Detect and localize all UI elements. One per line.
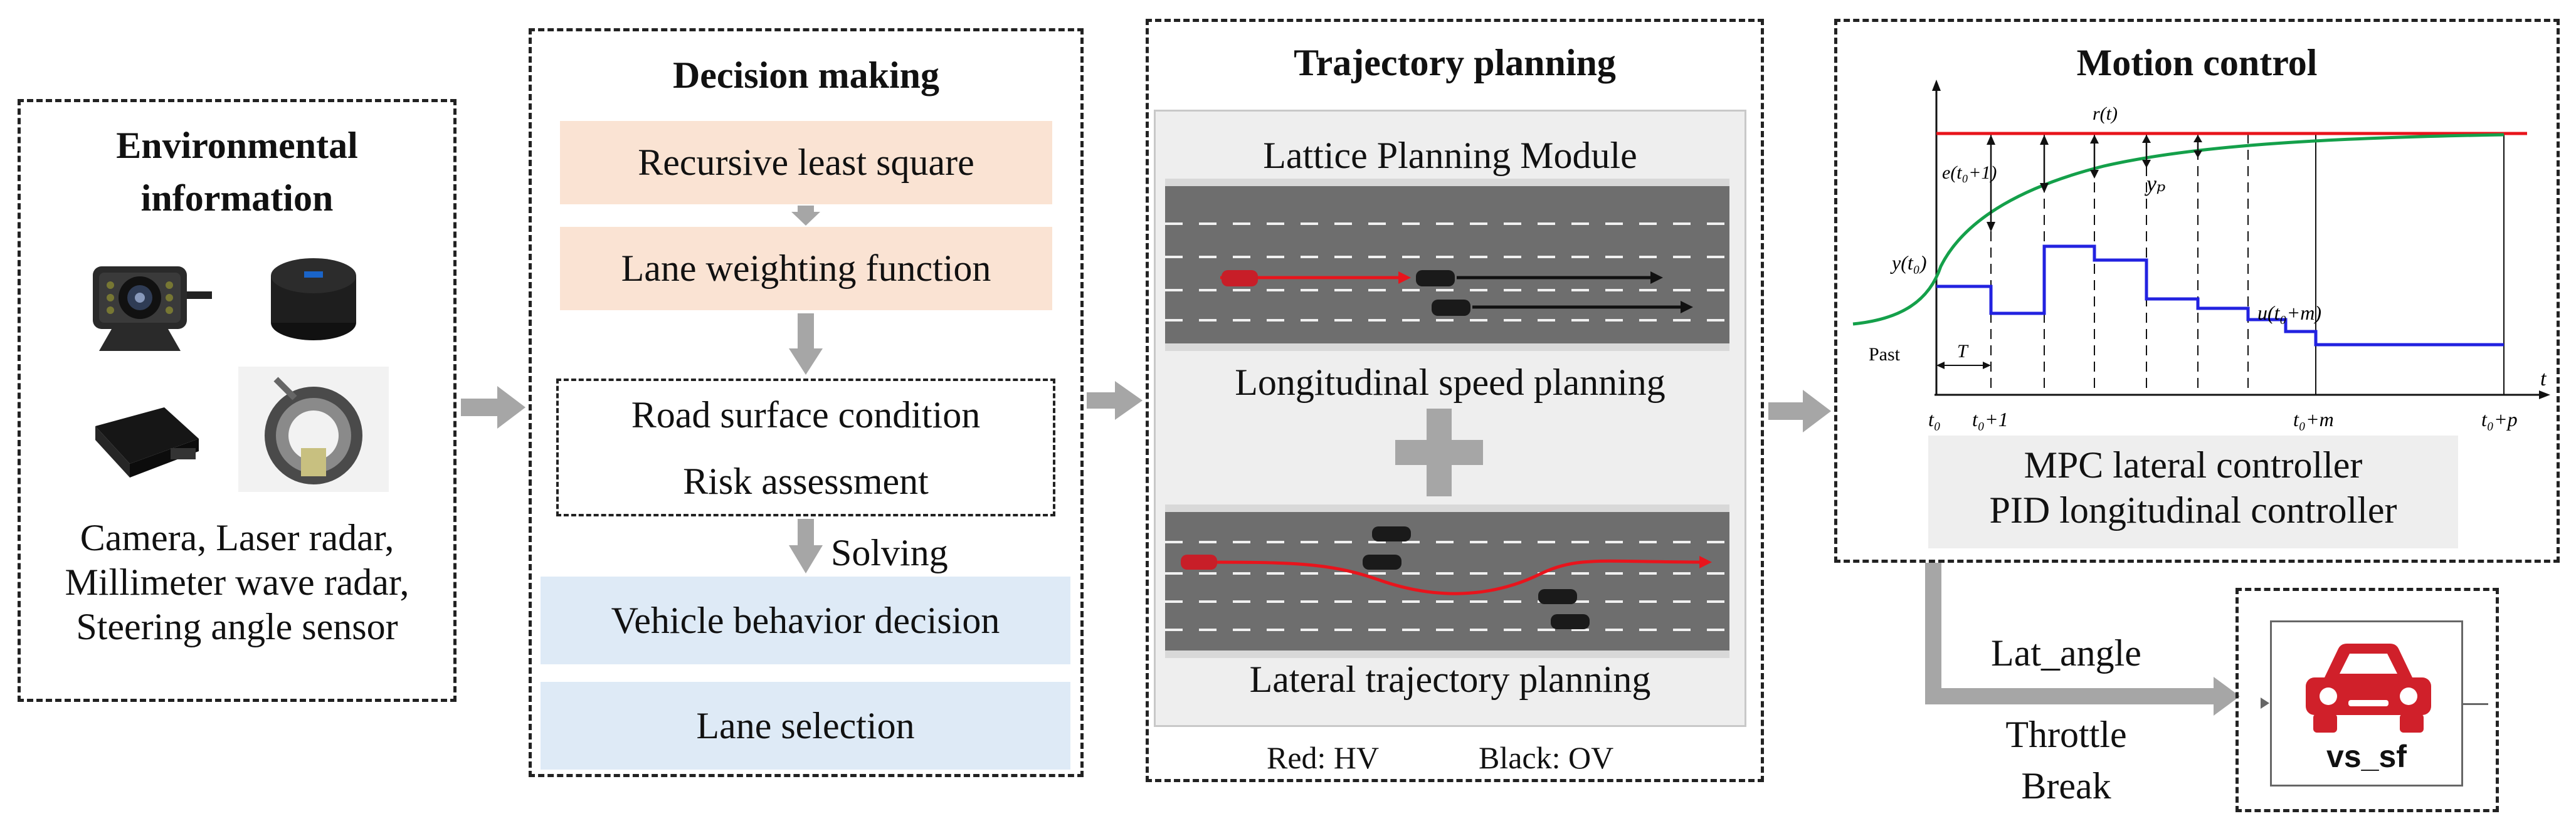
steering-angle-sensor-icon (238, 367, 389, 492)
chart-tick-t0p1: t₀+1 (1972, 408, 2009, 431)
camera-icon (93, 266, 212, 351)
road-risk-box (556, 379, 1055, 516)
vs-sf-output-port (2463, 703, 2488, 705)
recursive-least-square-box: Recursive least square (560, 121, 1052, 204)
risk-assessment-text: Risk assessment (683, 461, 929, 502)
chart-label-e: e(t₀+1) (1942, 162, 1997, 183)
chart-tick-t0: t₀ (1928, 408, 1941, 431)
car-icon (2306, 644, 2431, 733)
longitudinal-speed-planning-label: Longitudinal speed planning (1235, 362, 1665, 403)
environment-panel (18, 99, 457, 702)
motion-control-panel (1834, 19, 2560, 563)
decision-panel (529, 28, 1084, 777)
plus-icon (1395, 409, 1483, 496)
chart-label-rt: r(t) (2093, 103, 2118, 124)
chart-label-u: u(t₀+m) (2257, 301, 2321, 324)
vs-sf-label: vs_sf (2326, 739, 2407, 774)
throttle-label: Throttle (2005, 714, 2127, 755)
mpc-prediction-chart: r(t) e(t₀+1) yₚ y(t₀) u(t₀+m) Past T t t… (1852, 80, 2550, 431)
legend-red-hv: Red: HV (1267, 740, 1380, 775)
pid-longitudinal-controller-label: PID longitudinal controller (1989, 489, 2397, 531)
controller-box (1928, 436, 2458, 548)
decision-title: Decision making (672, 55, 940, 96)
trajectory-panel (1146, 19, 1764, 782)
chart-label-yp: yₚ (2145, 171, 2165, 196)
vs-sf-input-port (2261, 698, 2269, 709)
chart-label-yt0: y(t₀) (1890, 251, 1927, 274)
solving-label: Solving (831, 532, 948, 573)
chart-tick-t0pp: t₀+p (2481, 408, 2518, 431)
sensors-text-line1: Camera, Laser radar, (80, 517, 394, 558)
lattice-module-title: Lattice Planning Module (1263, 135, 1637, 176)
lane-weighting-function-box: Lane weighting function (560, 227, 1052, 310)
lat-angle-label: Lat_angle (1991, 632, 2141, 674)
longitudinal-road-illustration (1165, 179, 1729, 351)
environment-title-line2: information (140, 177, 334, 219)
vs-sf-block[interactable]: vs_sf (2270, 620, 2463, 787)
lane-selection-box: Lane selection (541, 682, 1070, 770)
break-label: Break (2021, 765, 2111, 807)
sensors-text-line3: Steering angle sensor (76, 606, 398, 647)
sensors-text-line2: Millimeter wave radar, (65, 562, 409, 603)
motion-control-title: Motion control (2076, 42, 2318, 83)
laser-radar-icon (271, 258, 356, 340)
chart-tick-t0pm: t₀+m (2293, 408, 2334, 431)
chart-label-T: T (1957, 341, 1969, 362)
vehicle-behavior-decision-box: Vehicle behavior decision (541, 577, 1070, 664)
vehicle-model-panel (2236, 588, 2499, 812)
chart-label-t: t (2540, 367, 2547, 390)
lateral-trajectory-planning-label: Lateral trajectory planning (1249, 659, 1651, 700)
environment-title-line1: Environmental (116, 125, 358, 166)
trajectory-title: Trajectory planning (1294, 42, 1616, 83)
mpc-lateral-controller-label: MPC lateral controller (2024, 444, 2363, 486)
lateral-road-illustration (1165, 504, 1729, 658)
chart-label-past: Past (1869, 344, 1901, 365)
road-surface-text: Road surface condition (631, 394, 981, 436)
millimeter-wave-radar-icon (95, 407, 199, 478)
legend-black-ov: Black: OV (1479, 740, 1614, 775)
